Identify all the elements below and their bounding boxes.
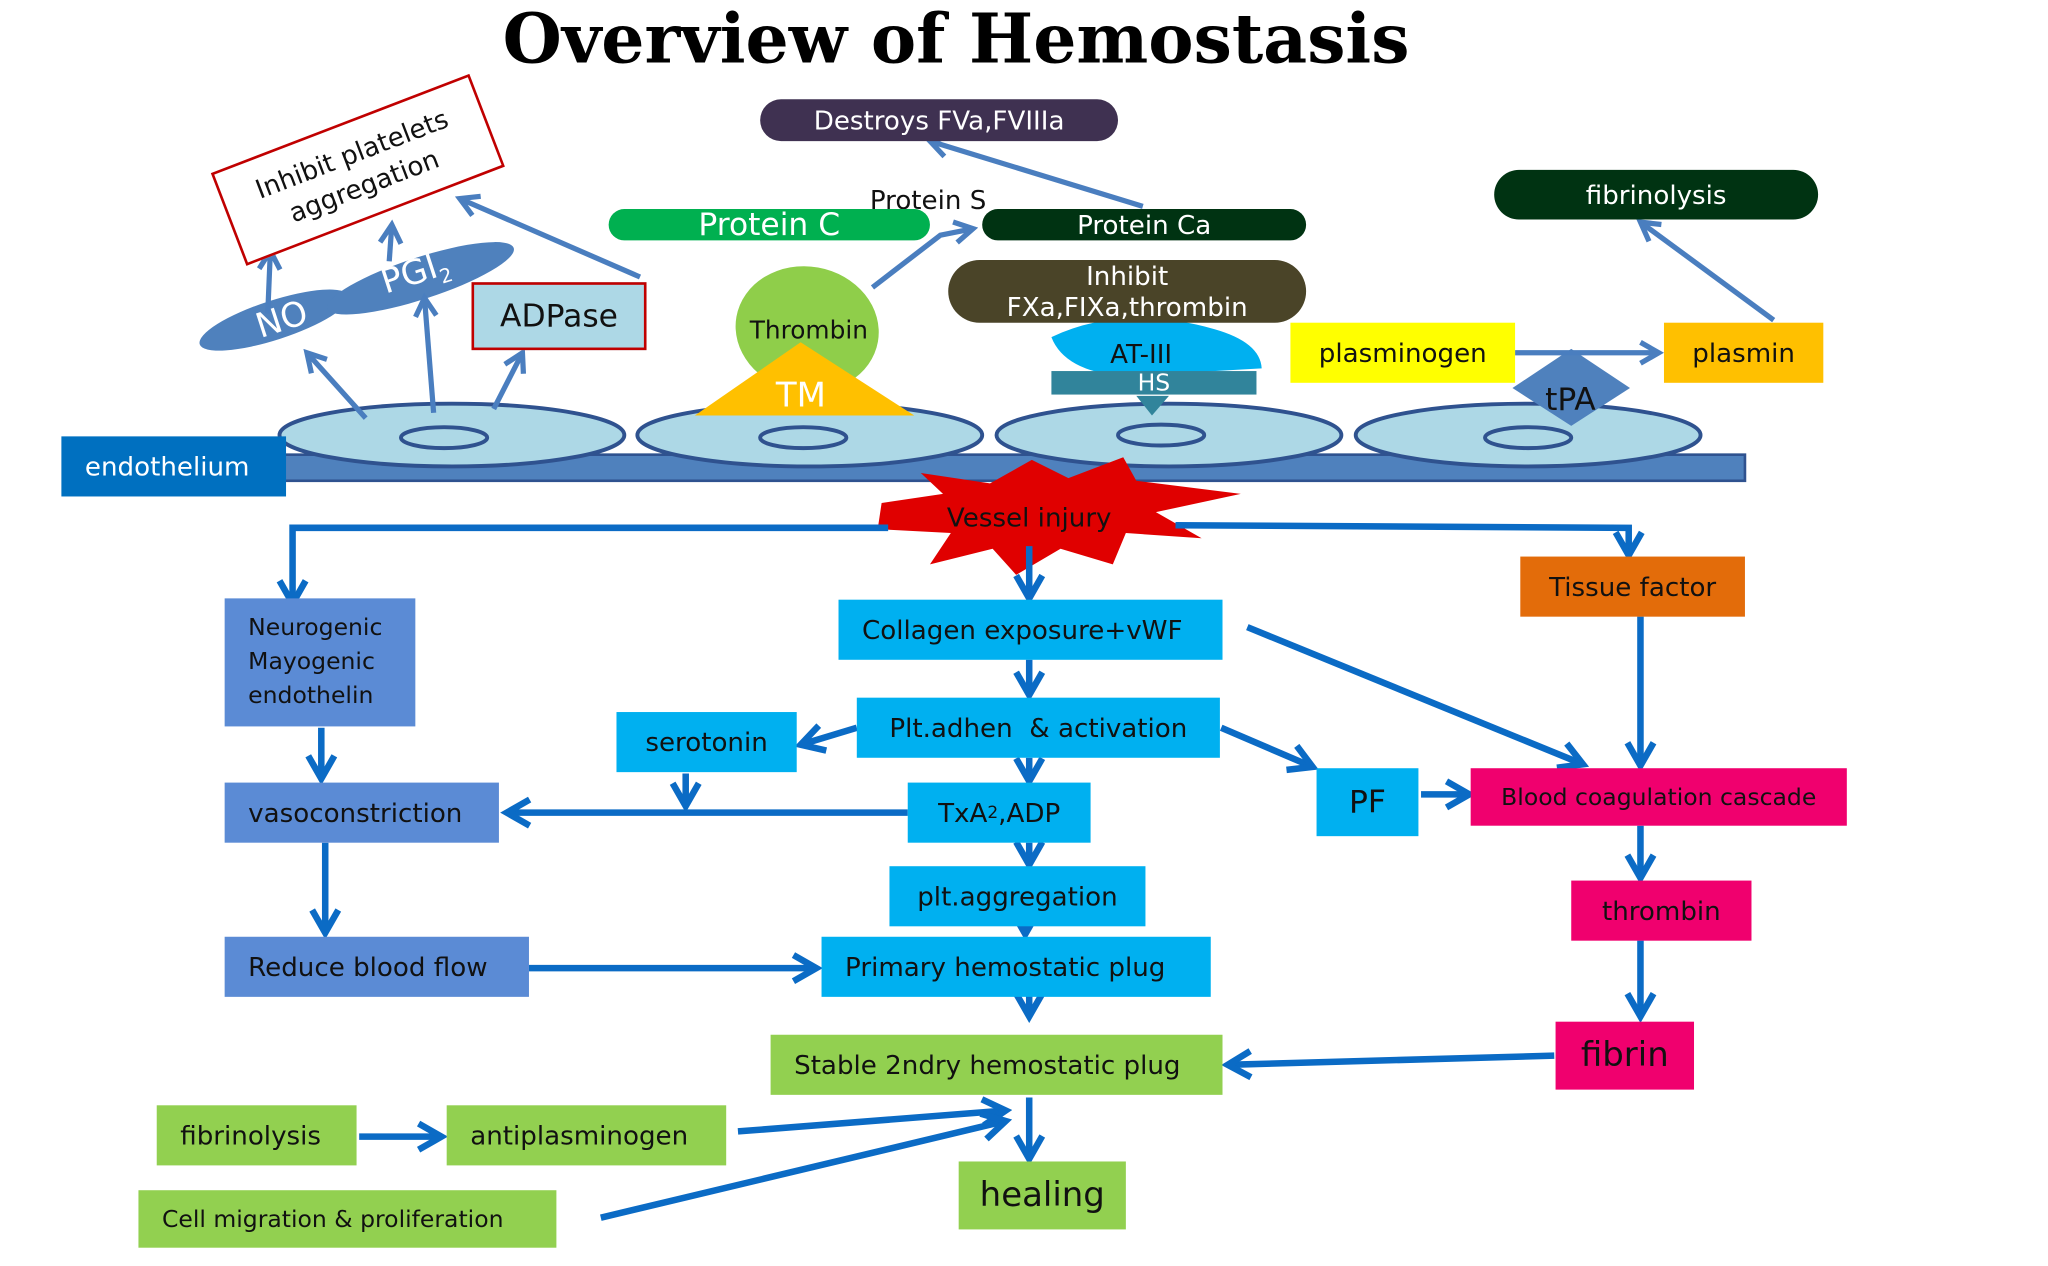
adpase-box: ADPase <box>471 282 647 351</box>
neurogenic-box: Neurogenic Mayogenic endothelin <box>224 598 416 727</box>
coag-cascade-box: Blood coagulation cascade <box>1470 768 1847 826</box>
cell-nucleus-2 <box>758 425 849 451</box>
healing-box: healing <box>958 1161 1126 1230</box>
tpa-diamond <box>1512 348 1631 426</box>
arrow-cellmigration-to-healing <box>600 1110 1013 1221</box>
neurogenic-line-2: Mayogenic <box>248 648 375 676</box>
primary-plug-box: Primary hemostatic plug <box>821 936 1211 997</box>
arrow-cell-to-pgi2 <box>413 292 439 414</box>
txa2-sub: 2 <box>987 802 999 823</box>
inhibit-line-1: Inhibit <box>1086 259 1169 292</box>
collagen-box: Collagen exposure+vWF <box>838 599 1223 660</box>
antiplasminogen-box: antiplasminogen <box>446 1105 727 1166</box>
thrombin-blob <box>735 266 879 393</box>
tm-label: TM <box>775 376 826 416</box>
txa2-rest: ,ADP <box>998 796 1061 829</box>
destroys-fva-label: Destroys FVa,FVIIIa <box>760 99 1119 142</box>
fibrinolysis-top-label: fibrinolysis <box>1494 169 1819 220</box>
cell-nucleus-4 <box>1483 425 1574 451</box>
arrow-antiplasminogen-to-healing <box>737 1096 1013 1135</box>
vessel-injury-label: Vessel injury <box>946 501 1112 534</box>
inhibit-line-2: FXa,FIXa,thrombin <box>1006 291 1248 323</box>
neurogenic-line-3: endothelin <box>248 681 374 710</box>
no-blob <box>199 289 350 351</box>
fibrin-box: fibrin <box>1555 1021 1695 1090</box>
tpa-label: tPA <box>1545 381 1596 419</box>
arrow-proteinca-to-destroys <box>924 133 1144 209</box>
arrow-no-to-inhibit <box>256 245 283 314</box>
neurogenic-line-1: Neurogenic <box>248 614 383 642</box>
hs-pointer <box>1136 395 1169 416</box>
reduce-blood-flow-box: Reduce blood flow <box>224 936 529 997</box>
plt-aggregation-box: plt.aggregation <box>889 866 1146 927</box>
txa2-main: TxA <box>938 796 988 829</box>
arrow-plasmin-to-fibrinolysis <box>1636 218 1776 323</box>
thrombin-top-label: Thrombin <box>749 316 868 345</box>
plt-adhen-box: Plt.adhen & activation <box>856 697 1220 758</box>
cell-migration-box: Cell migration & proliferation <box>138 1190 557 1248</box>
protein-ca-label: Protein Ca <box>982 209 1307 241</box>
at3-blob <box>1051 317 1262 377</box>
endothelial-cells <box>277 401 1703 469</box>
tm-triangle <box>694 342 915 416</box>
arrow-cell-to-no <box>303 348 368 420</box>
inhibit-fxa-label: Inhibit FXa,FIXa,thrombin <box>948 259 1307 323</box>
at3-label: AT-III <box>1110 338 1173 370</box>
arrow-cell-to-adpase <box>491 348 527 411</box>
thrombin-box: thrombin <box>1571 880 1752 941</box>
pgi2-blob <box>327 242 514 315</box>
page-title: Overview of Hemostasis <box>502 0 1410 80</box>
arrow-plt-adhen-to-pf <box>1219 724 1319 774</box>
pf-box: PF <box>1316 768 1419 837</box>
plasminogen-box: plasminogen <box>1290 322 1516 383</box>
arrow-fibrin-to-stable <box>1221 1048 1555 1081</box>
arrow-injury-to-tissue-factor <box>1175 521 1645 562</box>
plasmin-box: plasmin <box>1663 322 1824 383</box>
arrow-plt-adhen-to-serotonin <box>794 723 858 754</box>
endothelium-label: endothelium <box>61 436 287 497</box>
stable-plug-box: Stable 2ndry hemostatic plug <box>770 1034 1223 1095</box>
vessel-injury-star <box>877 457 1241 575</box>
vasoconstriction-box: vasoconstriction <box>224 782 499 843</box>
arrow-collagen-to-coag <box>1246 624 1590 771</box>
cell-nucleus-3 <box>1116 422 1207 448</box>
arrow-adpase-to-inhibit <box>454 193 642 280</box>
fibrinolysis-box: fibrinolysis <box>156 1105 357 1166</box>
hs-bar: HS <box>1051 369 1257 397</box>
protein-c-label: Protein C <box>608 206 930 243</box>
tissue-factor-box: Tissue factor <box>1520 556 1745 617</box>
cell-nucleus-1 <box>399 425 490 451</box>
arrow-thrombin-to-protein-c <box>870 219 979 290</box>
arrow-injury-to-neurogenic <box>276 524 889 611</box>
arrow-pgi2-to-inhibit <box>377 219 404 262</box>
serotonin-box: serotonin <box>616 712 797 773</box>
